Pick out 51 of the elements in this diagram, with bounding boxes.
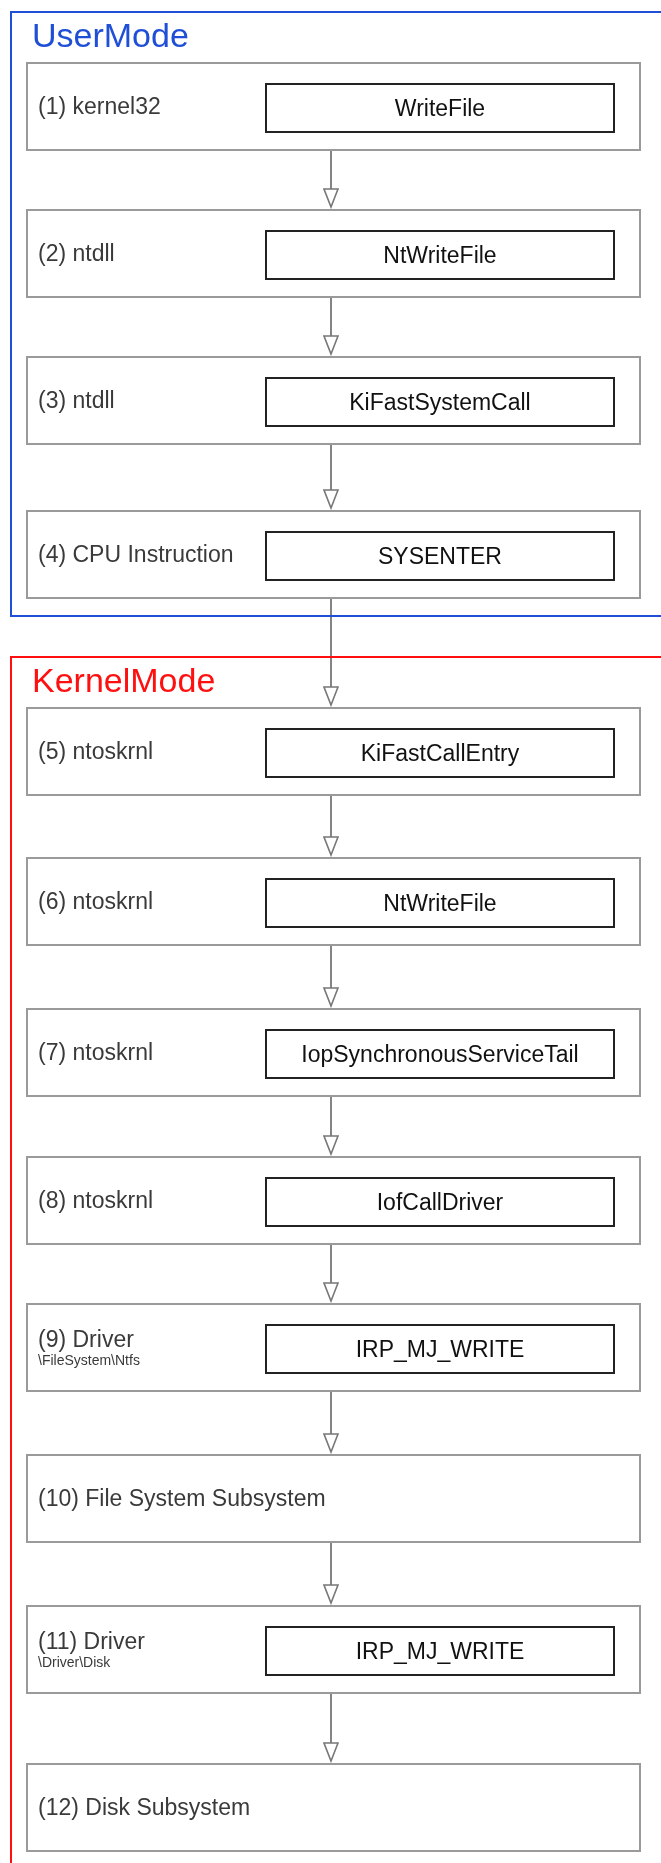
step-box: [26, 510, 641, 599]
step-box: [26, 62, 641, 151]
arrow: [323, 1094, 339, 1155]
step-box: [26, 857, 641, 946]
function-box: KiFastSystemCall: [265, 377, 615, 427]
step-box: [26, 1303, 641, 1392]
region-title: UserMode: [32, 15, 189, 55]
step-sublabel: \Driver\Disk: [38, 1654, 111, 1670]
step-label: (4) CPU Instruction: [38, 542, 234, 567]
function-box: SYSENTER: [265, 531, 615, 581]
step-label: (3) ntdll: [38, 388, 115, 413]
arrow: [323, 148, 339, 208]
arrow: [323, 295, 339, 355]
step-label: (8) ntoskrnl: [38, 1188, 154, 1213]
step-label: (9) Driver: [38, 1327, 134, 1352]
arrow: [323, 1389, 339, 1453]
step-label: (6) ntoskrnl: [38, 889, 154, 914]
step-label: (10) File System Subsystem: [38, 1486, 326, 1511]
arrow: [323, 1691, 339, 1762]
step-label: (1) kernel32: [38, 94, 161, 119]
step-label: (5) ntoskrnl: [38, 739, 154, 764]
step-box: [26, 1156, 641, 1245]
region-frame: [10, 11, 661, 617]
step-label: (12) Disk Subsystem: [38, 1795, 251, 1820]
function-box: KiFastCallEntry: [265, 728, 615, 778]
step-box: [26, 356, 641, 445]
arrow: [323, 1242, 339, 1302]
step-box: [26, 209, 641, 298]
arrow: [323, 596, 339, 706]
function-box: IofCallDriver: [265, 1177, 615, 1227]
function-box: NtWriteFile: [265, 878, 615, 928]
step-label: (11) Driver: [38, 1629, 145, 1654]
function-box: IRP_MJ_WRITE: [265, 1626, 615, 1676]
function-box: NtWriteFile: [265, 230, 615, 280]
function-box: WriteFile: [265, 83, 615, 133]
step-box: [26, 1763, 641, 1852]
function-box: IopSynchronousServiceTail: [265, 1029, 615, 1079]
region-title: KernelMode: [32, 660, 216, 700]
arrow: [323, 1540, 339, 1604]
step-sublabel: \FileSystem\Ntfs: [38, 1352, 140, 1368]
step-label: (7) ntoskrnl: [38, 1040, 154, 1065]
step-box: [26, 707, 641, 796]
step-box: [26, 1605, 641, 1694]
region-frame: [10, 656, 661, 1863]
step-box: [26, 1454, 641, 1543]
step-label: (2) ntdll: [38, 241, 115, 266]
arrow: [323, 442, 339, 509]
step-box: [26, 1008, 641, 1097]
arrow: [323, 793, 339, 856]
function-box: IRP_MJ_WRITE: [265, 1324, 615, 1374]
arrow: [323, 943, 339, 1007]
